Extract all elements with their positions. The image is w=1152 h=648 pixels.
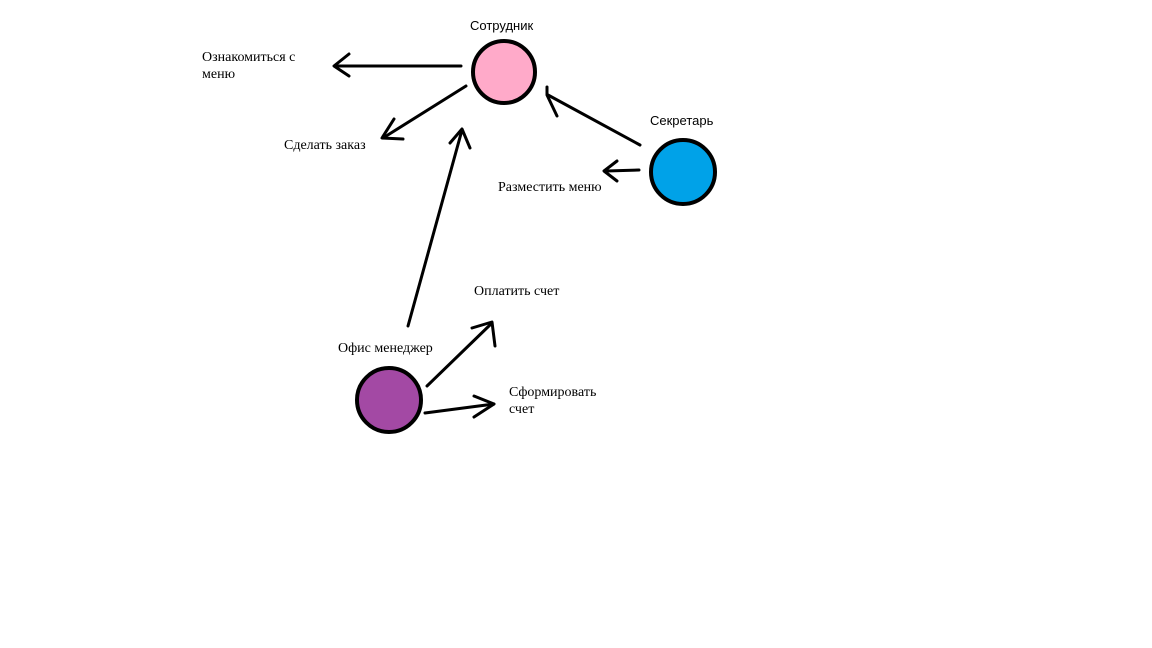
arrow-secretary-to-employee	[546, 93, 642, 147]
arrowhead-pay-invoice	[470, 320, 497, 348]
arrowhead-place-menu	[602, 159, 619, 183]
arrowhead-view-menu	[332, 52, 351, 78]
arrowhead-make-order	[380, 117, 405, 141]
office-manager-actor-label: Офис менеджер	[338, 341, 433, 356]
pay-invoice-label: Оплатить счет	[474, 284, 560, 299]
employee-actor-circle	[471, 39, 537, 105]
make-order-label: Сделать заказ	[284, 138, 366, 153]
create-invoice-label-line1: Сформировать	[509, 385, 597, 400]
arrowhead-create-invoice	[472, 394, 496, 419]
arrow-manager-to-employee	[406, 128, 464, 328]
arrow-secretary-to-place-menu	[604, 168, 641, 173]
arrow-employee-to-make-order	[381, 84, 468, 140]
secretary-actor-label: Секретарь	[650, 113, 714, 128]
arrowhead-manager-employee	[448, 127, 472, 150]
arrow-manager-to-pay-invoice	[425, 321, 494, 388]
place-menu-label: Разместить меню	[498, 180, 602, 195]
arrowhead-secretary-employee	[545, 85, 559, 118]
view-menu-label-line1: Ознакомиться с	[202, 50, 296, 65]
view-menu-label-line2: меню	[202, 67, 236, 82]
secretary-actor-circle	[649, 138, 717, 206]
create-invoice-label-line2: счет	[509, 402, 535, 417]
employee-actor-label: Сотрудник	[470, 18, 534, 33]
arrow-manager-to-create-invoice	[423, 402, 496, 415]
office-manager-actor-circle	[355, 366, 423, 434]
